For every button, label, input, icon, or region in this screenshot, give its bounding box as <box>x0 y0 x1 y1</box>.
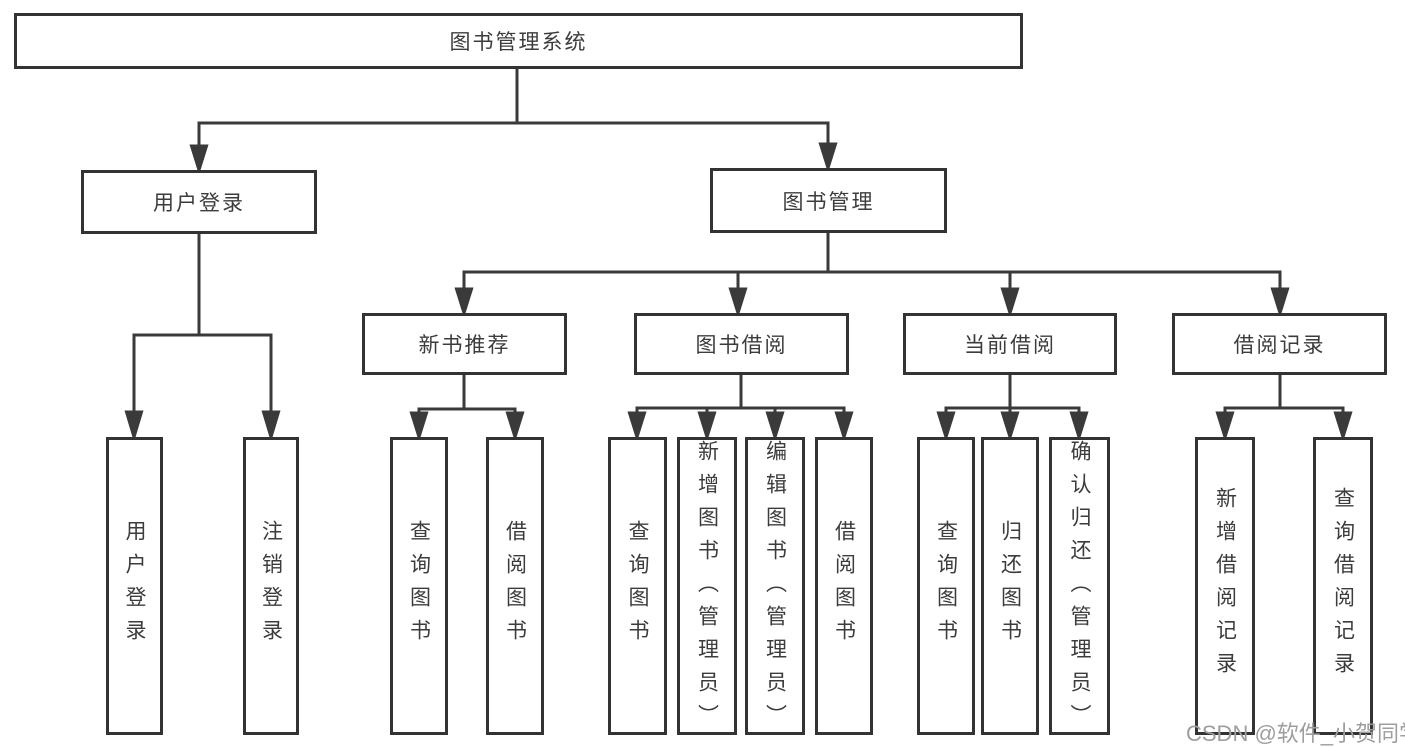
arrowhead-icon <box>936 411 956 443</box>
arrowhead-icon <box>728 287 748 319</box>
node-library-management-system: 图书管理系统 <box>14 13 1023 69</box>
leaf-label: 借阅图书 <box>832 520 856 652</box>
leaf-return-books: 归还图书 <box>981 437 1039 735</box>
arrowhead-icon <box>697 411 717 443</box>
node-user-login-module: 用户登录 <box>81 170 317 234</box>
arrowhead-icon <box>1069 411 1089 443</box>
leaf-label: 新增借阅记录 <box>1213 487 1237 685</box>
leaf-label: 用户登录 <box>123 520 146 652</box>
arrowhead-icon <box>1215 411 1235 443</box>
leaf-add-borrow-record: 新增借阅记录 <box>1195 437 1255 735</box>
arrowhead-icon <box>1000 411 1020 443</box>
node-current-borrowing: 当前借阅 <box>903 313 1117 375</box>
leaf-user-login: 用户登录 <box>106 437 163 735</box>
leaf-label: 查询图书 <box>407 520 431 652</box>
arrowhead-icon <box>454 287 474 319</box>
leaf-borrow-books: 借阅图书 <box>815 437 873 735</box>
arrowhead-icon <box>189 144 209 176</box>
leaf-label: 查询图书 <box>934 520 958 652</box>
arrowhead-icon <box>818 142 838 174</box>
leaf-query-books-current: 查询图书 <box>917 437 975 735</box>
arrowhead-icon <box>1333 411 1353 443</box>
arrowhead-icon <box>1270 287 1290 319</box>
leaf-label: 归还图书 <box>998 520 1022 652</box>
node-book-borrowing: 图书借阅 <box>634 313 849 375</box>
node-book-management-module: 图书管理 <box>710 168 947 233</box>
leaf-label: 确认归还（管理员） <box>1068 440 1091 737</box>
arrowhead-icon <box>409 411 429 443</box>
arrowhead-icon <box>124 410 144 443</box>
node-new-book-recommendation: 新书推荐 <box>362 313 567 375</box>
leaf-confirm-return-admin: 确认归还（管理员） <box>1049 437 1110 737</box>
arrowhead-icon <box>834 411 854 443</box>
arrowhead-icon <box>765 411 785 443</box>
leaf-edit-books-admin: 编辑图书（管理员） <box>745 437 805 737</box>
leaf-label: 编辑图书（管理员） <box>763 440 787 737</box>
leaf-query-books-recommend: 查询图书 <box>390 437 448 735</box>
leaf-add-books-admin: 新增图书（管理员） <box>677 437 737 737</box>
leaf-label: 查询借阅记录 <box>1331 487 1355 685</box>
connector-group <box>124 69 1353 443</box>
leaf-label: 借阅图书 <box>503 520 527 652</box>
arrowhead-icon <box>627 411 647 443</box>
leaf-label: 注销登录 <box>259 520 283 652</box>
leaf-label: 查询图书 <box>626 520 649 652</box>
arrowhead-icon <box>505 411 525 443</box>
arrowhead-icon <box>261 410 281 443</box>
arrowhead-icon <box>1000 287 1020 319</box>
csdn-watermark: CSDN @软件_小贺同学 <box>1186 721 1405 746</box>
leaf-label: 新增图书（管理员） <box>695 440 719 737</box>
leaf-borrow-books-recommend: 借阅图书 <box>486 437 544 735</box>
leaf-logout: 注销登录 <box>243 437 299 735</box>
leaf-query-books-borrow: 查询图书 <box>608 437 667 735</box>
node-borrowing-records: 借阅记录 <box>1172 313 1387 375</box>
leaf-query-borrow-record: 查询借阅记录 <box>1313 437 1373 735</box>
